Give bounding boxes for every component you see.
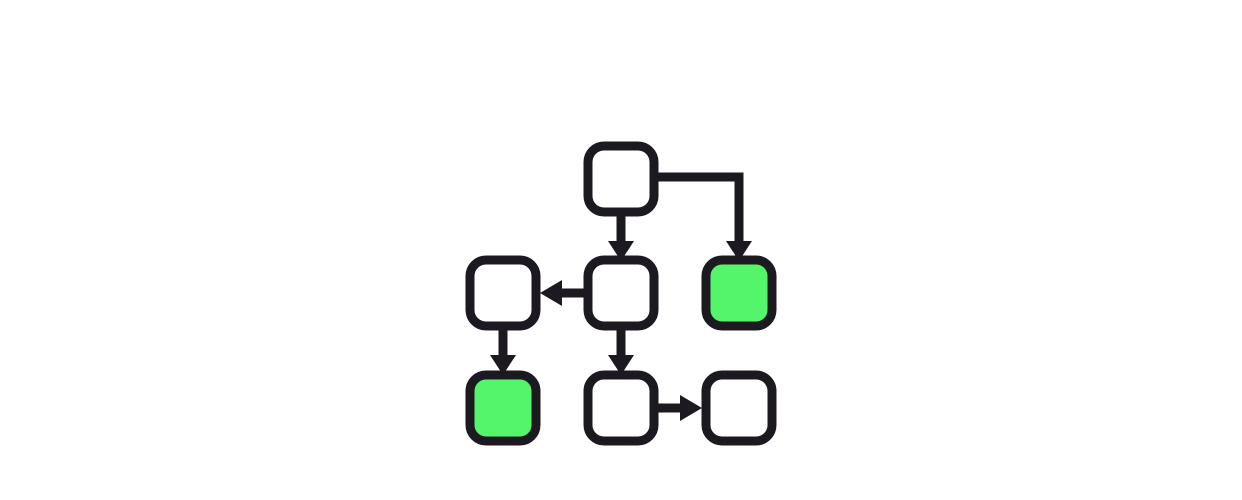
edge-bottom-center-to-bottom-right [652, 395, 702, 421]
node-mid-left[interactable] [465, 255, 541, 331]
arrowhead-down-icon [608, 355, 634, 375]
node-bottom-center[interactable] [583, 370, 659, 446]
edge-top-to-mid-right [652, 172, 752, 261]
edge-mid-left-to-bottom-left [490, 324, 516, 375]
edge-elbow-path [652, 172, 744, 244]
node-top-center[interactable] [583, 141, 659, 217]
nodes-layer [465, 141, 777, 446]
arrowhead-down-icon [726, 241, 752, 261]
node-bottom-left[interactable] [465, 370, 541, 446]
node-mid-right[interactable] [701, 255, 777, 331]
arrowhead-left-icon [540, 280, 562, 306]
arrowhead-down-icon [490, 355, 516, 375]
arrowhead-down-icon [608, 241, 634, 261]
node-mid-center[interactable] [583, 255, 659, 331]
arrowhead-right-icon [680, 395, 702, 421]
edge-mid-center-to-bottom-center [608, 324, 634, 375]
edge-top-to-mid-center [608, 210, 634, 261]
node-bottom-right[interactable] [701, 370, 777, 446]
edge-mid-center-to-mid-left [540, 280, 590, 306]
